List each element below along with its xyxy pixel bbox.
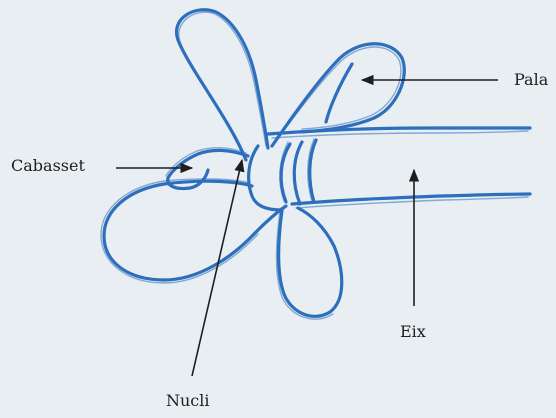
top-blade	[174, 8, 270, 162]
nucli-arrow	[191, 158, 245, 377]
lower-left-blade	[100, 178, 288, 284]
propeller-sketch	[100, 8, 532, 320]
label-eix: Eix	[400, 322, 426, 341]
hub	[247, 138, 318, 212]
label-nucli: Nucli	[166, 391, 210, 410]
lower-blade	[275, 206, 344, 320]
label-cabasset: Cabasset	[11, 156, 85, 175]
annotation-arrows	[116, 74, 498, 377]
shaft	[266, 126, 532, 209]
label-pala: Pala	[514, 70, 549, 89]
upper-right-blade	[270, 42, 406, 148]
